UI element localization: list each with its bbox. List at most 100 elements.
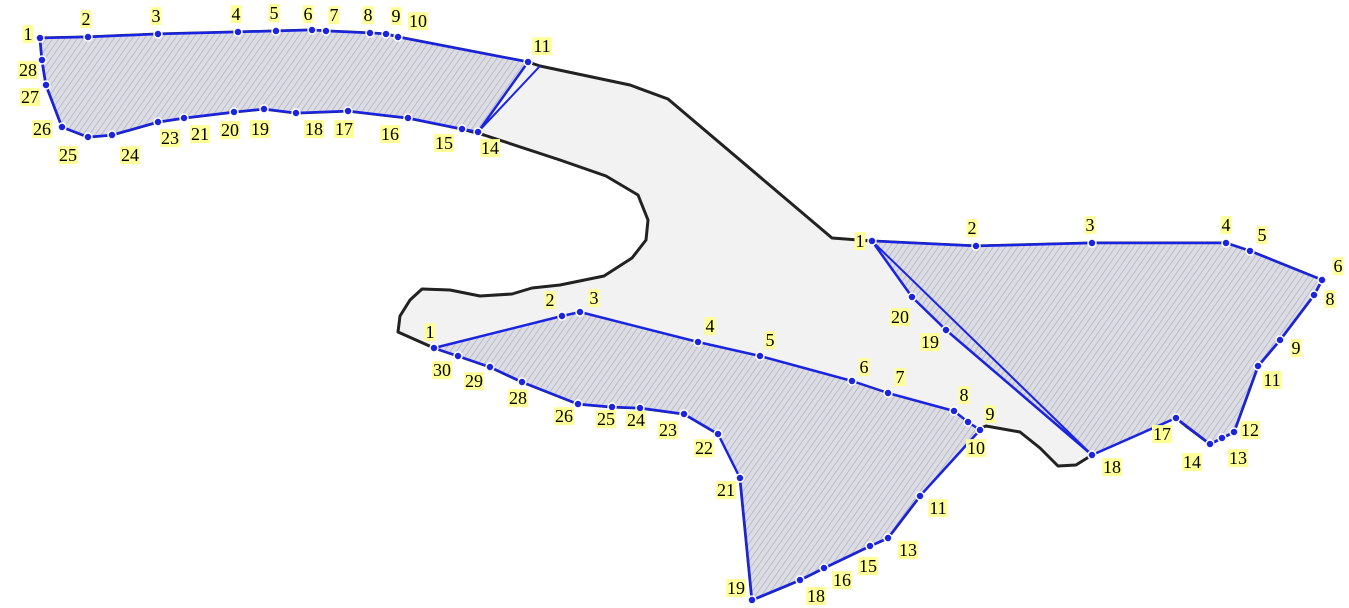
left-region-vertex-label-bg-19 bbox=[250, 120, 270, 139]
left-region-vertex-label-14: 14 bbox=[481, 138, 499, 158]
cut-line-right bbox=[871, 240, 1093, 456]
left-region-vertex-label-26: 26 bbox=[33, 119, 51, 139]
bottom-region-vertex-26 bbox=[573, 399, 583, 409]
bottom-region-vertex-label-8: 8 bbox=[960, 385, 969, 405]
left-region-vertex-label-19: 19 bbox=[251, 119, 269, 139]
bottom-region-vertex-16 bbox=[819, 563, 829, 573]
left-region-vertex-label-bg-3 bbox=[150, 7, 162, 26]
right-region-vertex-label-2: 2 bbox=[968, 218, 977, 238]
bottom-region-vertex-label-bg-18 bbox=[806, 587, 826, 606]
right-region-vertex-17 bbox=[1171, 413, 1181, 423]
bottom-region-vertex-11 bbox=[915, 491, 925, 501]
bottom-region-vertex-6 bbox=[847, 376, 857, 386]
left-region-vertex-label-bg-20 bbox=[220, 121, 240, 140]
left-region-vertex-label-bg-16 bbox=[380, 125, 400, 144]
bottom-region-vertex-1 bbox=[429, 343, 439, 353]
bottom-region-vertex-label-bg-23 bbox=[658, 421, 678, 440]
left-region-vertex-label-20: 20 bbox=[221, 120, 239, 140]
left-region-vertex-label-2: 2 bbox=[82, 9, 91, 29]
right-region-vertex-label-9: 9 bbox=[1292, 338, 1301, 358]
left-region-vertex-label-bg-5 bbox=[268, 4, 280, 23]
left-region-vertex-label-17: 17 bbox=[335, 119, 353, 139]
left-region-vertex-label-23: 23 bbox=[161, 128, 179, 148]
left-region-vertex-label-8: 8 bbox=[364, 5, 373, 25]
right-region-vertex-5 bbox=[1245, 246, 1255, 256]
bottom-region-vertex-label-bg-2 bbox=[544, 291, 556, 310]
left-region-vertex-21 bbox=[179, 113, 189, 123]
right-region-vertex-label-bg-13 bbox=[1228, 449, 1248, 468]
bottom-region-vertex-7 bbox=[883, 388, 893, 398]
left-region-vertex-label-bg-15 bbox=[434, 134, 454, 153]
cut-lines-layer bbox=[477, 65, 1093, 456]
right-region-vertex-label-14: 14 bbox=[1183, 452, 1201, 472]
bottom-region-vertex-15 bbox=[865, 541, 875, 551]
left-region-vertex-label-6: 6 bbox=[304, 4, 313, 24]
right-region-vertex-9 bbox=[1275, 335, 1285, 345]
bottom-region-vertex-label-bg-6 bbox=[858, 358, 870, 377]
left-region-vertex-3 bbox=[153, 29, 163, 39]
right-region-vertex-label-bg-9 bbox=[1290, 339, 1302, 358]
left-region-vertex-label-bg-2 bbox=[80, 10, 92, 29]
right-region-vertex-label-bg-17 bbox=[1152, 425, 1172, 444]
left-region-vertex-label-10: 10 bbox=[409, 11, 427, 31]
right-region-vertex-label-bg-3 bbox=[1084, 216, 1096, 235]
left-region-vertex-28 bbox=[37, 55, 47, 65]
right-region-vertex-19 bbox=[941, 325, 951, 335]
bottom-region-vertex-label-bg-29 bbox=[464, 372, 484, 391]
bottom-region-vertex-label-bg-19 bbox=[726, 579, 746, 598]
bottom-region-vertex-label-bg-30 bbox=[432, 361, 452, 380]
left-region-vertex-1 bbox=[35, 33, 45, 43]
bottom-region-vertex-label-bg-9 bbox=[984, 405, 996, 424]
bottom-region-vertex-label-5: 5 bbox=[766, 330, 775, 350]
right-region-vertex-label-bg-5 bbox=[1256, 226, 1268, 245]
bottom-region-vertex-2 bbox=[557, 311, 567, 321]
left-region-vertex-label-bg-7 bbox=[328, 6, 340, 25]
right-region-vertex-20 bbox=[907, 292, 917, 302]
bottom-region-vertex-label-bg-15 bbox=[858, 557, 878, 576]
right-region-vertex-label-5: 5 bbox=[1258, 225, 1267, 245]
left-region-vertex-label-bg-25 bbox=[58, 146, 78, 165]
bottom-region-vertex-10 bbox=[975, 425, 985, 435]
bottom-region-vertex-label-bg-5 bbox=[764, 331, 776, 350]
right-region-vertex-8 bbox=[1309, 290, 1319, 300]
right-region-vertex-label-bg-19 bbox=[920, 333, 940, 352]
bottom-region-vertex-label-bg-1 bbox=[424, 323, 436, 342]
bottom-region-vertex-label-bg-3 bbox=[588, 289, 600, 308]
left-region-vertex-label-bg-28 bbox=[18, 61, 38, 80]
left-region-vertex-20 bbox=[229, 107, 239, 117]
right-region-vertex-label-12: 12 bbox=[1241, 420, 1259, 440]
left-region-vertex-7 bbox=[321, 26, 331, 36]
left-region-vertex-19 bbox=[259, 104, 269, 114]
left-region-vertex-label-4: 4 bbox=[232, 4, 241, 24]
right-region-vertex-label-19: 19 bbox=[921, 332, 939, 352]
right-region-vertex-11 bbox=[1253, 361, 1263, 371]
bottom-region-vertex-30 bbox=[453, 351, 463, 361]
left-region-vertex-label-bg-18 bbox=[304, 120, 324, 139]
left-region-vertex-2 bbox=[83, 32, 93, 42]
bottom-region-vertex-label-bg-4 bbox=[704, 317, 716, 336]
bottom-region-vertex-29 bbox=[485, 362, 495, 372]
bottom-region-vertex-label-bg-11 bbox=[928, 499, 948, 518]
bottom-region-vertex-28 bbox=[517, 377, 527, 387]
left-region-vertex-label-bg-26 bbox=[32, 120, 52, 139]
left-region-vertex-label-bg-24 bbox=[120, 146, 140, 165]
bottom-region-vertex-label-bg-21 bbox=[716, 481, 736, 500]
cut-line-left bbox=[477, 65, 541, 133]
right-region-vertex-label-18: 18 bbox=[1103, 457, 1121, 477]
left-region-vertex-label-bg-6 bbox=[302, 5, 314, 24]
left-region-vertex-10 bbox=[393, 32, 403, 42]
bottom-region bbox=[432, 310, 982, 602]
bottom-region-vertex-label-bg-16 bbox=[832, 571, 852, 590]
right-region-vertex-label-8: 8 bbox=[1326, 289, 1335, 309]
left-region-vertex-label-18: 18 bbox=[305, 119, 323, 139]
right-region-vertex-label-3: 3 bbox=[1086, 215, 1095, 235]
bottom-region-vertex-19 bbox=[747, 595, 757, 605]
bottom-region-vertex-label-18: 18 bbox=[807, 586, 825, 606]
left-region-vertex-label-9: 9 bbox=[392, 6, 401, 26]
left-region-vertex-9 bbox=[381, 29, 391, 39]
right-region-vertex-label-20: 20 bbox=[891, 307, 909, 327]
left-region bbox=[38, 28, 530, 139]
right-region-vertex-label-bg-20 bbox=[890, 308, 910, 327]
right-region-vertex-1 bbox=[867, 236, 877, 246]
right-region-vertex-label-6: 6 bbox=[1334, 256, 1343, 276]
